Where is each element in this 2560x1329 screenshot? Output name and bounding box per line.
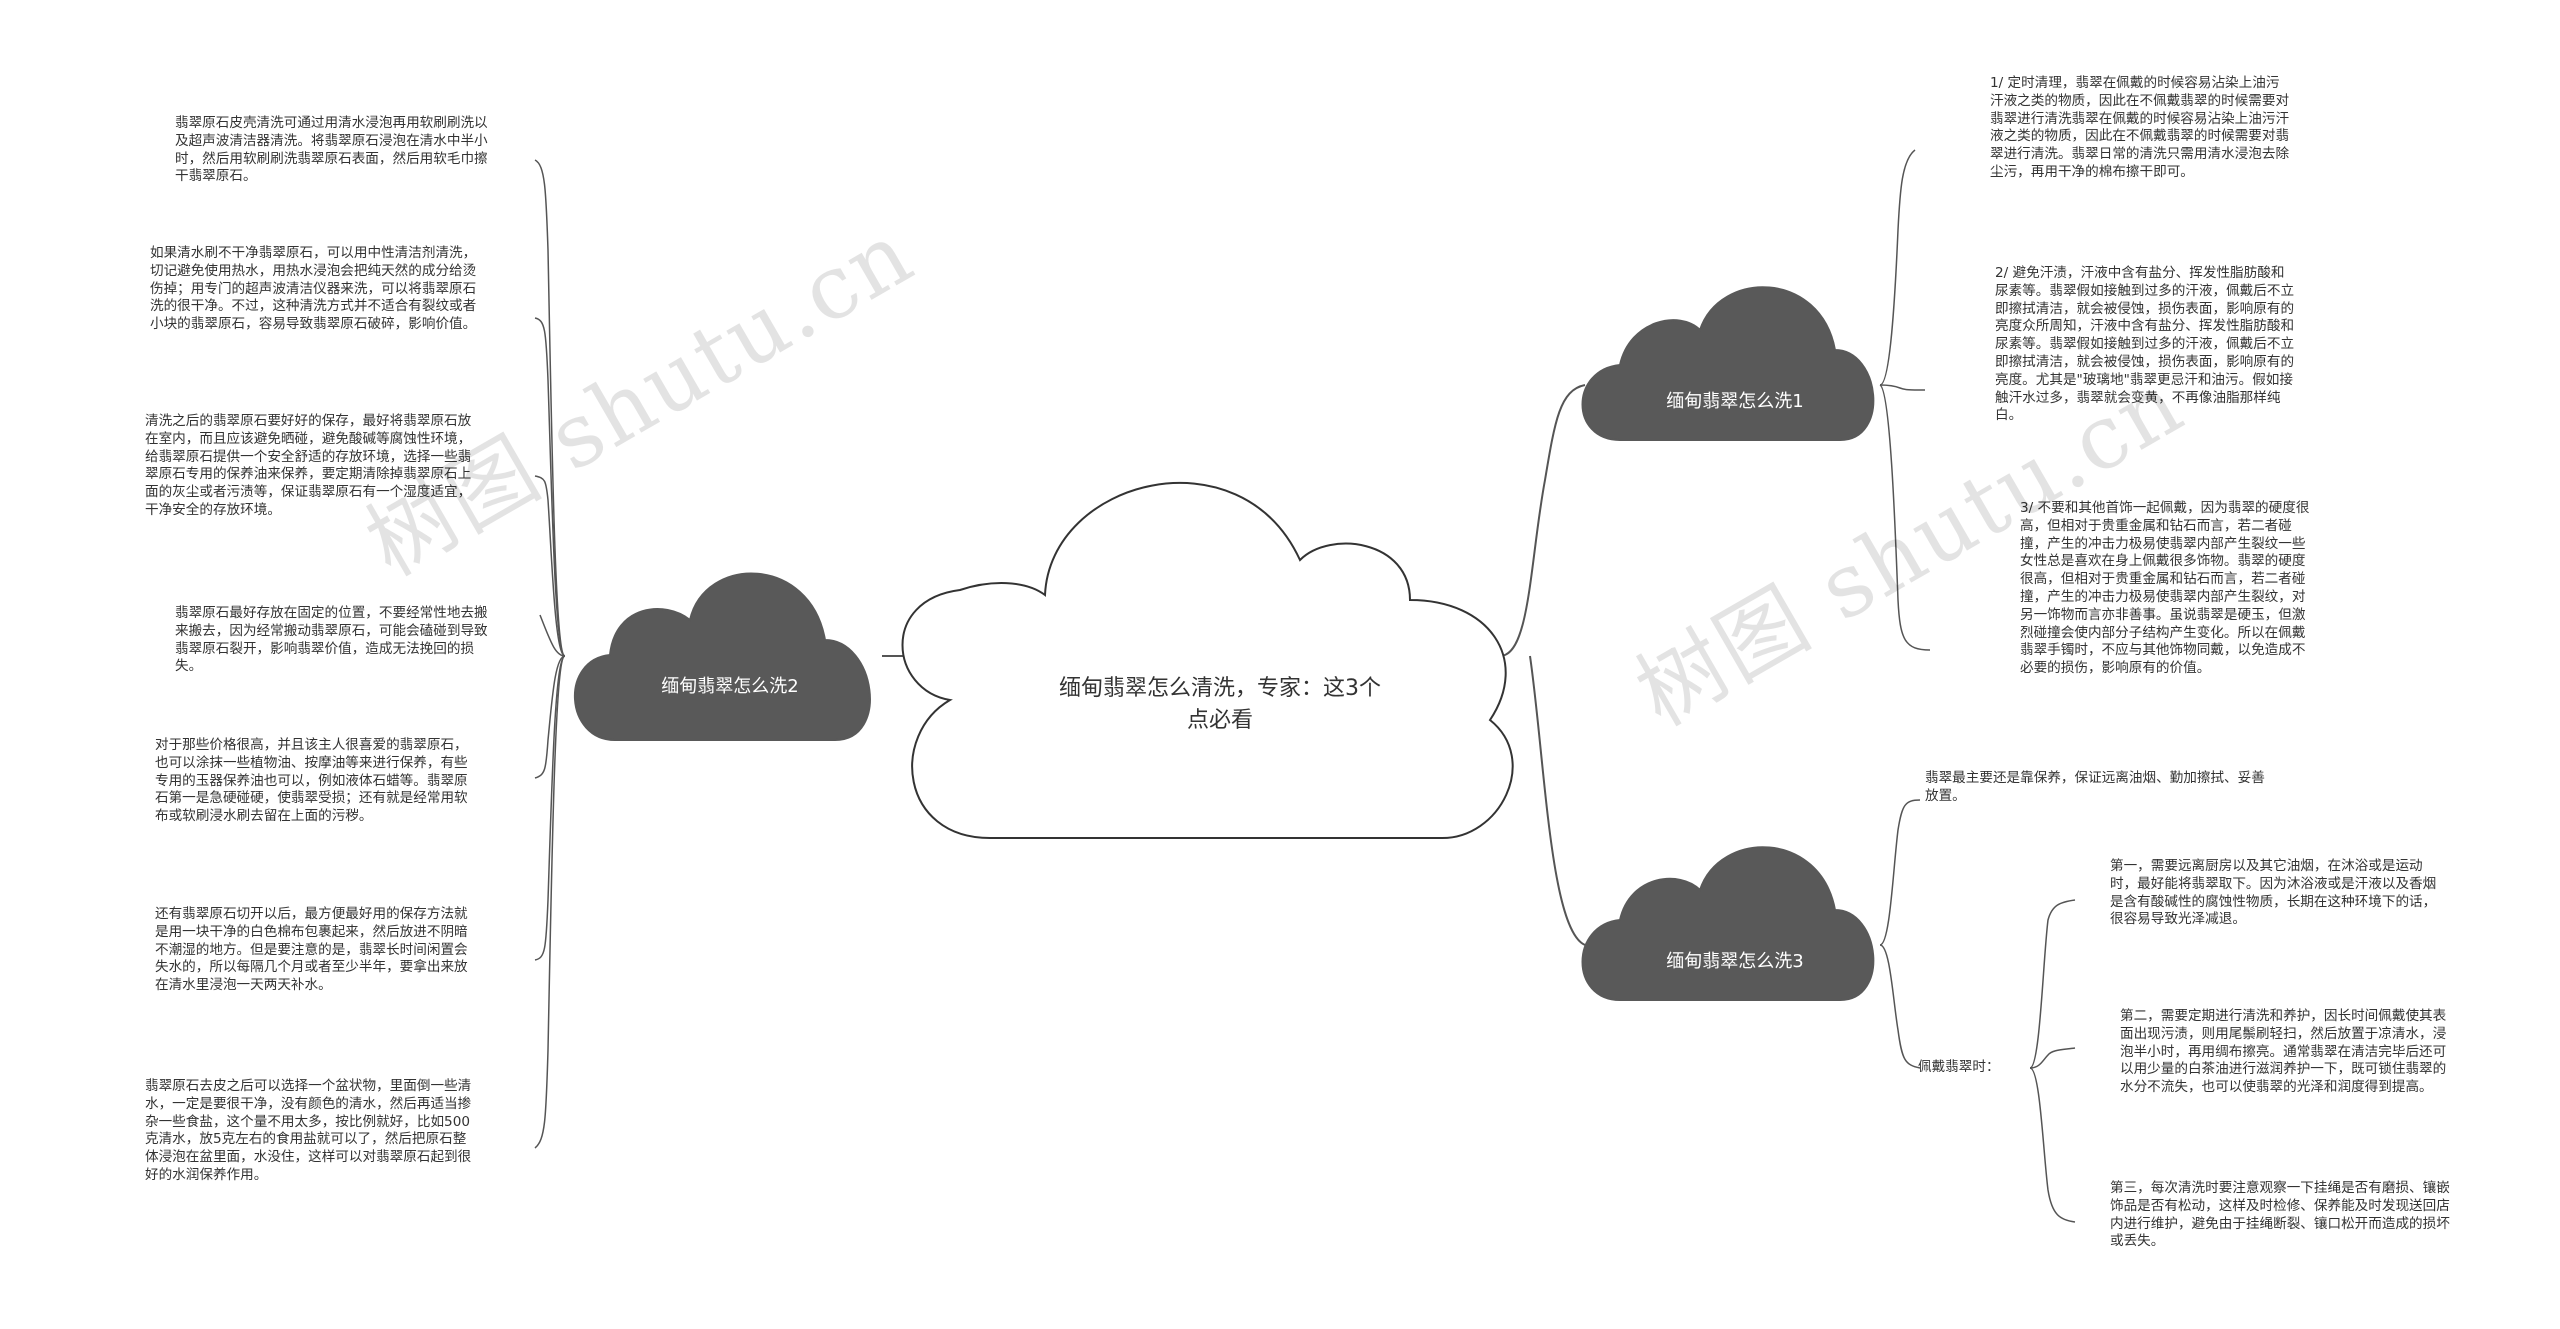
b3-summary: 翡翠最主要还是靠保养，保证远离油烟、勤加擦拭、妥善放置。	[1925, 770, 2265, 804]
connector-b1-notes	[1879, 149, 1916, 386]
b1-note-2: 2/ 避免汗渍，汗液中含有盐分、挥发性脂肪酸和尿素等。翡翠假如接触到过多的汗液，…	[1995, 265, 2295, 424]
b2-note-7: 翡翠原石去皮之后可以选择一个盆状物，里面倒一些清水，一定是要很干净，没有颜色的清…	[145, 1078, 472, 1183]
b3-sub-label: 佩戴翡翠时：	[1918, 1059, 2000, 1075]
root-cloud-shape	[901, 481, 1514, 840]
b3-sub-note-3: 第三，每次清洗时要注意观察一下挂绳是否有磨损、镶嵌饰品是否有松动，这样及时检修、…	[2110, 1180, 2450, 1250]
b2-note-2: 如果清水刷不干净翡翠原石，可以用中性清洁剂清洗，切记避免使用热水，用热水浸泡会把…	[150, 245, 477, 333]
connector-b2-notes	[534, 159, 566, 657]
connector-b3-sub	[2029, 899, 2076, 1069]
branch2-title-text: 缅甸翡翠怎么洗2	[661, 676, 799, 697]
branch3-title-text: 缅甸翡翠怎么洗3	[1666, 951, 1804, 972]
branch3-cloud-shape	[1581, 846, 1875, 1001]
connector-root-right	[1499, 384, 1586, 657]
connector-b3-notes	[1879, 799, 1921, 946]
b3-sub-note-2: 第二，需要定期进行清洗和养护，因长时间佩戴使其表面出现污渍，则用尾鬃刷轻扫，然后…	[2120, 1008, 2447, 1096]
branch2-title[interactable]: 缅甸翡翠怎么洗2	[590, 655, 870, 715]
root-title-text: 缅甸翡翠怎么清洗，专家：这3个点必看	[1059, 676, 1381, 733]
b2-note-5: 对于那些价格很高，并且该主人很喜爱的翡翠原石，也可以涂抹一些植物油、按摩油等来进…	[155, 737, 468, 825]
b1-note-3: 3/ 不要和其他首饰一起佩戴，因为翡翠的硬度很高，但相对于贵重金属和钻石而言，若…	[2020, 500, 2310, 677]
branch1-title[interactable]: 缅甸翡翠怎么洗1	[1600, 370, 1870, 430]
branch1-title-text: 缅甸翡翠怎么洗1	[1666, 391, 1804, 412]
b2-note-4: 翡翠原石最好存放在固定的位置，不要经常性地去搬来搬去，因为经常搬动翡翠原石，可能…	[175, 605, 488, 675]
b3-sub-note-1: 第一，需要远离厨房以及其它油烟，在沐浴或是运动时，最好能将翡翠取下。因为沐浴液或…	[2110, 858, 2437, 928]
branch2-cloud-shape	[574, 572, 871, 741]
root-title: 缅甸翡翠怎么清洗，专家：这3个点必看	[1050, 660, 1390, 750]
b2-note-3: 清洗之后的翡翠原石要好好的保存，最好将翡翠原石放在室内，而且应该避免晒碰，避免酸…	[145, 413, 472, 518]
branch3-title[interactable]: 缅甸翡翠怎么洗3	[1600, 930, 1870, 990]
b1-note-1: 1/ 定时清理，翡翠在佩戴的时候容易沾染上油污汗液之类的物质，因此在不佩戴翡翠的…	[1990, 75, 2290, 180]
branch1-cloud-shape	[1581, 286, 1875, 441]
b2-note-1: 翡翠原石皮壳清洗可通过用清水浸泡再用软刷刷洗以及超声波清洁器清洗。将翡翠原石浸泡…	[175, 115, 488, 185]
b2-note-6: 还有翡翠原石切开以后，最方便最好用的保存方法就是用一块干净的白色棉布包裹起来，然…	[155, 906, 468, 994]
connector-root-b3	[1529, 655, 1586, 946]
